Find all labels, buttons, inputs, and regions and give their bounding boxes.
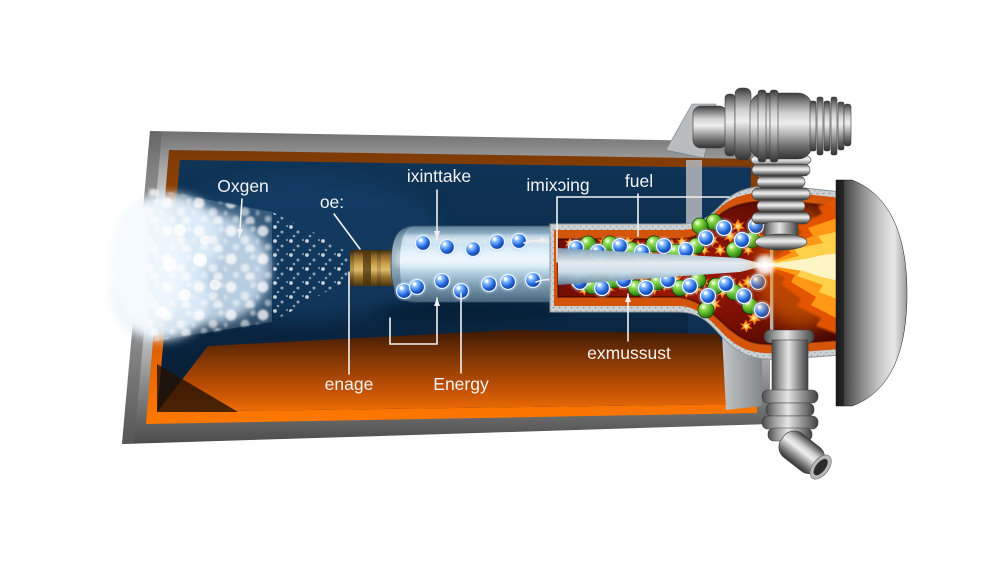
mixing-label: imixɔing <box>526 175 589 195</box>
pipe-rib <box>769 89 779 163</box>
bellows-rib <box>751 163 811 177</box>
labels-layer: Oxgen oe: ixinttake imixɔing fuel enage … <box>217 166 730 394</box>
nozzle-band <box>363 250 371 286</box>
intake-label: ixinttake <box>407 166 471 186</box>
spray-droplets-fine <box>272 212 362 322</box>
label-nozzle: oe: <box>320 192 361 250</box>
tube-cap-shade <box>391 226 415 302</box>
pipe-flange <box>724 93 736 157</box>
bellows-rib <box>756 199 806 213</box>
pipe-thread <box>830 96 838 156</box>
label-energy: Energy <box>433 292 489 394</box>
cylinder-rim <box>836 180 844 406</box>
bellows-rib <box>751 187 811 201</box>
drain-pipe <box>761 329 832 480</box>
energy-label: Energy <box>433 374 489 394</box>
mixing-bracket-line <box>556 196 730 263</box>
mixing-beam <box>558 248 766 285</box>
tube-center-light <box>396 251 560 268</box>
outlet-cylinder <box>835 179 908 407</box>
pipe-rib <box>757 89 767 163</box>
engine-label: enage <box>325 374 374 394</box>
flame <box>755 199 848 335</box>
pipe-stub <box>692 105 728 149</box>
bellows-rib <box>761 389 819 404</box>
label-fuel: fuel <box>625 171 653 237</box>
fuel-label: fuel <box>625 171 653 191</box>
label-engine: enage <box>325 271 374 394</box>
label-intake: ixinttake <box>389 166 471 345</box>
flame-core <box>764 253 840 281</box>
label-oxygen: Oxgen <box>217 176 269 238</box>
pipe-thread <box>823 100 831 152</box>
floor-corner-shadow <box>157 364 238 412</box>
nozzle-label: oe: <box>320 192 344 212</box>
pipe-thread <box>816 96 824 156</box>
spray-big-droplets <box>156 224 221 318</box>
pipe-flange <box>734 87 752 161</box>
interior-floor <box>157 330 749 412</box>
oxygen-label: Oxgen <box>217 176 269 196</box>
bellows-foot <box>754 233 808 251</box>
pipe-thread <box>809 100 817 152</box>
pipe-tube <box>771 339 809 395</box>
label-mixing: imixɔing <box>526 175 730 263</box>
flow-arrow <box>523 236 549 244</box>
nozzle-band <box>377 250 381 286</box>
pipe-thread <box>837 101 845 151</box>
intake-lower-leader-line <box>389 297 440 345</box>
bellows-rib <box>761 415 819 430</box>
oxygen-spray <box>110 188 362 342</box>
pipe-elbow-tip <box>778 430 832 480</box>
tube-shadow <box>375 302 565 322</box>
pipe-endcap <box>843 103 852 147</box>
label-exhaust: exmussust <box>587 293 671 363</box>
bellows-rib <box>765 402 815 417</box>
oxygen-leader-line <box>237 198 244 238</box>
exhaust-label: exmussust <box>587 343 671 363</box>
fuel-inlet-pipe <box>665 87 852 251</box>
nozzle-leader-line <box>333 213 361 250</box>
bellows-rib <box>756 175 806 189</box>
